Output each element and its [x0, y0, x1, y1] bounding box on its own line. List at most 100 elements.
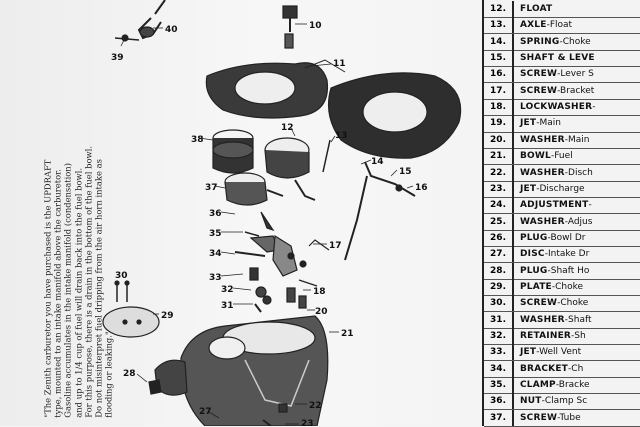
callout-38: 38: [191, 135, 204, 145]
parts-row: 18. LOCKWASHER-: [484, 99, 640, 117]
part-number: 24.: [484, 197, 514, 214]
part-name: SCREW: [520, 85, 558, 96]
note-line: Gasoline accumulates in the intake manif…: [62, 163, 73, 418]
parts-row: 16.SCREW-Lever S: [484, 66, 640, 84]
part-name: FLOAT: [520, 4, 553, 15]
part-name: WASHER: [520, 167, 565, 178]
part-number: 21.: [484, 148, 514, 165]
part-description: AXLE-Float: [514, 20, 572, 30]
callout-39: 39: [111, 53, 124, 63]
part-detail: -Bracket: [557, 85, 595, 96]
part-number: 18.: [484, 99, 514, 116]
callout-22: 22: [309, 401, 322, 411]
callout-27: 27: [199, 407, 212, 417]
part-name: PLUG: [520, 232, 548, 243]
part-number: 16.: [484, 66, 514, 83]
part-description: DISC-Intake Dr: [514, 249, 589, 259]
part-number: 14.: [484, 33, 514, 50]
note-line: "The Zenith carburetor you have purchase…: [42, 159, 53, 418]
part-name: RETAINER: [520, 331, 572, 342]
parts-row: 12. FLOAT: [484, 1, 640, 19]
part-detail: -Bowl Dr: [547, 232, 586, 243]
parts-row: 17.SCREW-Bracket: [484, 82, 640, 100]
part-detail: -Disch: [564, 167, 593, 178]
part-number: 30.: [484, 295, 514, 312]
part-name: SPRING: [520, 36, 560, 47]
part-description: PLATE-Choke: [514, 282, 583, 292]
part-number: 35.: [484, 377, 514, 394]
callout-23: 23: [301, 419, 314, 426]
callout-37: 37: [205, 183, 218, 193]
part-detail: -Choke: [557, 298, 589, 309]
part-detail: -Intake Dr: [544, 249, 590, 260]
parts-row: 33.JET-Well Vent: [484, 344, 640, 362]
part-detail: -Choke: [551, 281, 584, 292]
parts-row: 26.PLUG-Bowl Dr: [484, 229, 640, 247]
parts-row: 20.WASHER-Main: [484, 131, 640, 149]
part-number: 25.: [484, 213, 514, 230]
part-name: BRACKET: [520, 363, 569, 374]
part-number: 12.: [484, 1, 514, 18]
part-number: 33.: [484, 344, 514, 361]
part-name: WASHER: [520, 314, 565, 325]
parts-row: 24.ADJUSTMENT-: [484, 197, 640, 215]
parts-row: 28.PLUG-Shaft Ho: [484, 262, 640, 280]
part-description: JET-Well Vent: [514, 347, 581, 357]
part-number: 31.: [484, 311, 514, 328]
callout-14: 14: [371, 157, 384, 167]
callout-29: 29: [161, 311, 174, 321]
parts-row: 37.SCREW-Tube: [484, 409, 640, 427]
part-description: SHAFT & LEVE: [514, 53, 595, 63]
callout-21: 21: [341, 329, 354, 339]
part-number: 36.: [484, 393, 514, 410]
part-detail: -Clamp Sc: [541, 396, 588, 407]
part-description: NUT-Clamp Sc: [514, 396, 587, 406]
part-number: 32.: [484, 328, 514, 345]
callout-15: 15: [399, 167, 412, 177]
part-name: AXLE: [520, 20, 547, 31]
part-name: JET: [520, 183, 537, 194]
part-name: ADJUSTMENT: [520, 200, 589, 211]
part-description: PLUG-Bowl Dr: [514, 233, 585, 243]
part-description: JET-Main: [514, 118, 561, 128]
part-name: BOWL: [520, 151, 551, 162]
part-name: SCREW: [520, 412, 558, 423]
part-name: LOCKWASHER: [520, 102, 593, 113]
part-number: 37.: [484, 409, 514, 426]
note-line: and up to 1/4 cup of fuel will drain bac…: [72, 167, 83, 418]
parts-row: 29.PLATE-Choke: [484, 278, 640, 297]
part-detail: -Choke: [559, 36, 591, 47]
part-number: 28.: [484, 262, 514, 279]
parts-row: 13.AXLE-Float: [484, 17, 640, 35]
part-name: PLATE: [520, 281, 552, 292]
part-number: 26.: [484, 229, 514, 246]
carburetor-exploded-diagram: 40 10 39 11 12 13 38 14 15 16 37 36 35 1…: [102, 0, 462, 426]
part-description: SCREW-Bracket: [514, 86, 594, 96]
callout-20: 20: [315, 307, 328, 317]
parts-row: 31. WASHER-Shaft: [484, 311, 640, 329]
part-name: DISC: [520, 249, 545, 260]
part-description: ADJUSTMENT-: [514, 200, 592, 210]
note-line: For this purpose, there is a drain in th…: [83, 146, 94, 418]
callout-28: 28: [123, 369, 136, 379]
part-detail: -Shaft: [564, 314, 592, 325]
part-description: CLAMP-Bracke: [514, 380, 590, 390]
part-description: WASHER-Main: [514, 135, 590, 145]
part-detail: -Sh: [571, 331, 586, 342]
part-description: SCREW-Choke: [514, 298, 588, 308]
parts-row: 23.JET-Discharge: [484, 180, 640, 198]
part-number: 34.: [484, 360, 514, 377]
callout-17: 17: [329, 241, 342, 251]
part-number: 13.: [484, 17, 514, 34]
parts-row: 15.SHAFT & LEVE: [484, 50, 640, 68]
part-detail: -Discharge: [536, 183, 585, 194]
part-detail: -: [592, 102, 596, 113]
callout-12: 12: [281, 123, 294, 133]
callout-18: 18: [313, 287, 326, 297]
part-detail: -Lever S: [557, 69, 594, 80]
part-description: SCREW-Tube: [514, 413, 581, 423]
part-detail: -Float: [546, 20, 573, 31]
part-description: WASHER-Disch: [514, 168, 593, 178]
